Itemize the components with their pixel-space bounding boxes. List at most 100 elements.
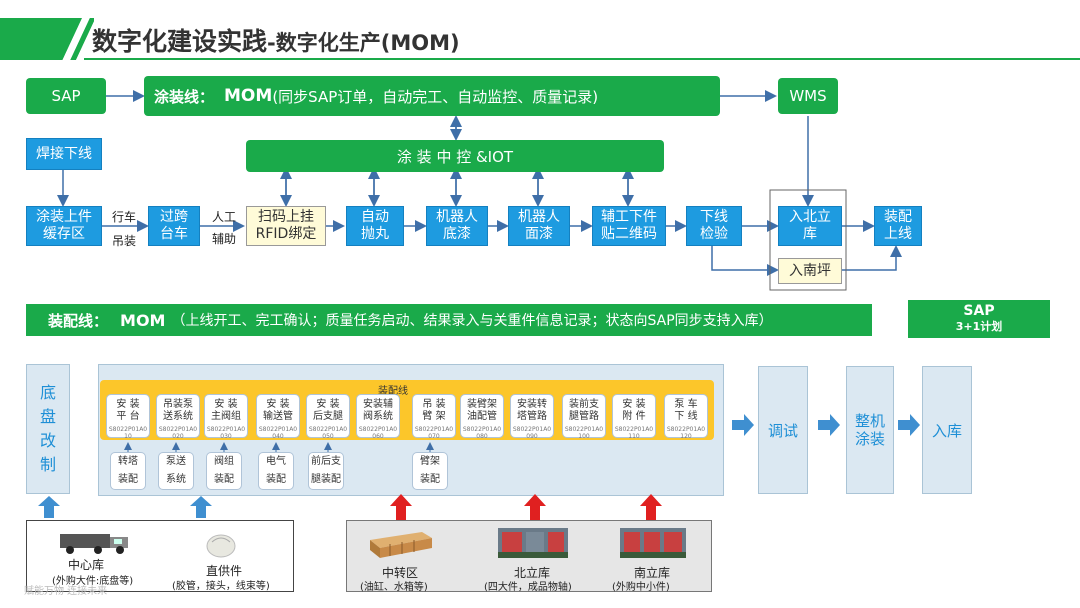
station-11: 安 装 附 件 S8022P01A0 110 [612, 394, 656, 440]
sap-plan-line1: SAP [963, 303, 995, 319]
south-warehouse-name: 南立库 [634, 566, 671, 580]
sap-box: SAP [26, 78, 106, 114]
sub-assembly-1: 转塔 装配 [110, 452, 146, 490]
supply-store-panel [26, 520, 294, 592]
station-name: 安装辅 阀系统 [363, 399, 393, 422]
assembly-mom-desc: （上线开工、完工确认；质量任务启动、结果录入与关重件信息记录；状态向SAP同步支… [171, 313, 773, 329]
station-code: S8022P01A0 100 [564, 426, 604, 440]
station-6: 安装辅 阀系统 S8022P01A0 060 [356, 394, 400, 440]
label-manual: 人工 [212, 210, 237, 224]
station-name: 吊 装 臂 架 [422, 399, 446, 422]
transfer-area-name: 中转区 [382, 566, 419, 580]
paint-cache-box: 涂装上件 缓存区 [26, 206, 102, 246]
station-code: S8022P01A0 110 [614, 426, 654, 440]
station-name: 安 装 后支腿 [313, 399, 343, 422]
north-warehouse-desc: (四大件，成品物轴) [484, 582, 572, 593]
sub-assembly-2: 泵送 系统 [158, 452, 194, 490]
paint-mom-name: MOM [224, 86, 273, 106]
boxes-icon [370, 532, 432, 558]
station-name: 吊装泵 送系统 [163, 399, 193, 422]
truck-icon [60, 534, 128, 554]
station-12: 泵 车 下 线 S8022P01A0 120 [664, 394, 708, 440]
assembly-mom-prefix: 装配线： [48, 311, 109, 330]
station-code: S8022P01A0 060 [358, 426, 398, 440]
station-code: S8022P01A0 120 [666, 426, 706, 440]
paint-control-iot: 涂 装 中 控 &IOT [246, 140, 664, 172]
station-code: S8022P01A0 080 [462, 426, 502, 440]
watermark: 赋能万物 连接未来 [24, 586, 108, 597]
center-store-name: 中心库 [68, 558, 105, 572]
center-store-desc: (外购大件:底盘等) [52, 576, 134, 587]
station-name: 装前支 腿管路 [569, 399, 599, 422]
north-warehouse-icon [498, 528, 568, 558]
storage-box: 入库 [922, 366, 972, 494]
station-8: 装臂架 油配管 S8022P01A0 080 [460, 394, 504, 440]
sub-assembly-5: 前后支 腿装配 [308, 452, 344, 490]
robot-topcoat-box: 机器人 面漆 [508, 206, 570, 246]
station-5: 安 装 后支腿 S8022P01A0 050 [306, 394, 350, 440]
robot-primer-box: 机器人 底漆 [426, 206, 488, 246]
transfer-area-desc: (油缸、水箱等) [360, 582, 428, 593]
station-10: 装前支 腿管路 S8022P01A0 100 [562, 394, 606, 440]
north-warehouse-name: 北立库 [514, 566, 551, 580]
station-code: S8022P01A0 050 [308, 426, 348, 440]
station-code: S8022P01A0 070 [414, 426, 454, 440]
station-name: 安 装 平 台 [116, 399, 140, 422]
label-crane-car: 行车 [112, 210, 137, 224]
station-name: 安装转 塔管路 [517, 399, 547, 422]
assembly-line-band [100, 380, 714, 440]
wms-box: WMS [778, 78, 838, 114]
debug-box: 调试 [758, 366, 808, 494]
page-title-sub: -数字化生产(MOM) [267, 31, 460, 55]
station-code: S8022P01A0 030 [206, 426, 246, 440]
station-1: 安 装 平 台 S8022P01A0 10 [106, 394, 150, 440]
parts-bag-icon [206, 534, 236, 558]
direct-supply-name: 直供件 [206, 564, 243, 578]
station-7: 吊 装 臂 架 S8022P01A0 070 [412, 394, 456, 440]
station-4: 安 装 输送管 S8022P01A0 040 [256, 394, 300, 440]
sap-plan-line2: 3+1计划 [955, 320, 1003, 333]
qr-label-box: 辅工下件 贴二维码 [592, 206, 666, 246]
station-name: 装臂架 油配管 [467, 399, 497, 422]
paint-mom-prefix: 涂装线： [154, 87, 215, 106]
sub-assembly-3: 阀组 装配 [206, 452, 242, 490]
label-hoisting: 吊装 [112, 234, 137, 248]
scan-rfid-box: 扫码上挂 RFID绑定 [246, 206, 326, 246]
station-name: 泵 车 下 线 [674, 399, 698, 422]
whole-painting-box: 整机 涂装 [846, 366, 894, 494]
south-warehouse-icon [620, 528, 686, 558]
assembly-mom-bar: 装配线： MOM （上线开工、完工确认；质量任务启动、结果录入与关重件信息记录；… [26, 304, 872, 336]
station-name: 安 装 附 件 [622, 399, 646, 422]
south-yard-box: 入南坪 [778, 258, 842, 284]
paint-mom-bar: 涂装线： MOM (同步SAP订单，自动完工、自动监控、质量记录) [144, 76, 720, 116]
direct-supply-desc: (胶管，接头，线束等) [172, 581, 270, 592]
auto-blast-box: 自动 抛丸 [346, 206, 404, 246]
station-code: S8022P01A0 10 [108, 426, 148, 440]
south-warehouse-desc: (外购中小件) [612, 582, 670, 593]
assembly-mom-name: MOM [120, 310, 166, 330]
offline-inspect-box: 下线 检验 [686, 206, 742, 246]
page-title-main: 数字化建设实践 [92, 27, 268, 56]
header-accent-stripe [70, 18, 94, 60]
north-store-box: 入北立 库 [778, 206, 842, 246]
header-accent-bar [0, 18, 62, 60]
sub-assembly-6: 臂架 装配 [412, 452, 448, 490]
transfer-cart-box: 过跨 台车 [148, 206, 200, 246]
sub-assembly-4: 电气 装配 [258, 452, 294, 490]
assembly-line-label: 装配线 [378, 386, 408, 397]
station-2: 吊装泵 送系统 S8022P01A0 020 [156, 394, 200, 440]
sap-plan-box: SAP 3+1计划 [908, 300, 1050, 338]
label-assist: 辅助 [212, 232, 237, 246]
assembly-online-box: 装配 上线 [874, 206, 922, 246]
paint-mom-desc: (同步SAP订单，自动完工、自动监控、质量记录) [272, 87, 599, 106]
station-code: S8022P01A0 040 [258, 426, 298, 440]
page-title: 数字化建设实践-数字化生产(MOM) [92, 22, 460, 58]
station-code: S8022P01A0 020 [158, 426, 198, 440]
weld-offline-box: 焊接下线 [26, 138, 102, 170]
station-name: 安 装 输送管 [263, 399, 293, 422]
chassis-modify-box: 底 盘 改 制 [26, 364, 70, 494]
